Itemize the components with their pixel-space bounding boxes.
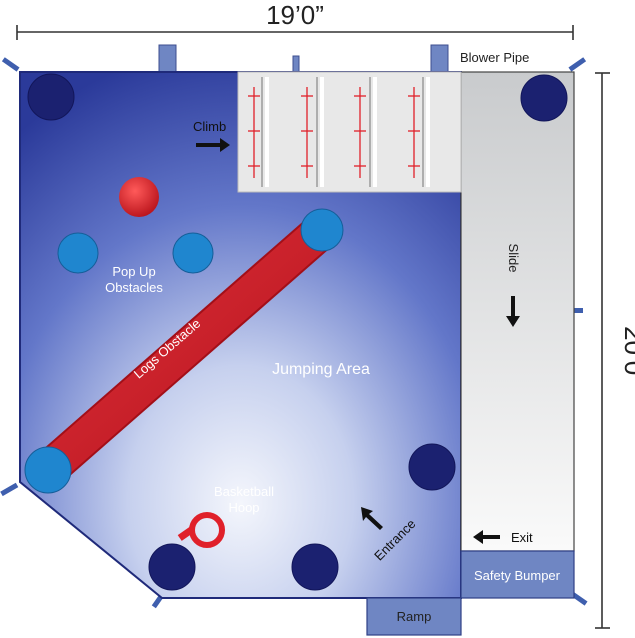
blower-pipe-small [292, 55, 300, 73]
log-end-bottom [24, 446, 72, 494]
log-end-top [300, 208, 344, 252]
jumping-area-label: Jumping Area [272, 361, 370, 378]
height-dimension [595, 72, 610, 629]
corner-pillars [27, 73, 568, 591]
blower-pipe-right [430, 44, 449, 73]
safety-bumper [460, 550, 575, 599]
climb-rungs [248, 77, 430, 187]
slide-area [460, 71, 575, 552]
blower-pipe-label: Blower Pipe [460, 50, 529, 65]
popup-obstacle-left [57, 232, 99, 274]
exit-label: Exit [511, 530, 533, 545]
exit-arrow-icon [473, 530, 500, 544]
climb-wall [237, 71, 462, 193]
slide-arrow-icon [506, 296, 520, 327]
width-dimension [16, 25, 574, 40]
basketball-label-line1: Basketball [214, 484, 274, 499]
height-label: 20’0” [619, 326, 635, 384]
basketball-label-line2: Hoop [228, 500, 259, 515]
slide-label: Slide [506, 244, 521, 273]
width-label: 19’0” [266, 0, 324, 30]
climb-label: Climb [193, 119, 226, 134]
entrance-arrow-icon [361, 507, 383, 530]
climb-arrow-icon [196, 138, 230, 152]
safety-bumper-label: Safety Bumper [474, 568, 561, 583]
popup-label-line2: Obstacles [105, 280, 163, 295]
popup-obstacle-red [119, 177, 159, 217]
ramp [366, 597, 462, 636]
blower-pipe-left [158, 44, 177, 73]
popup-label-line1: Pop Up [112, 264, 155, 279]
popup-obstacle-right [172, 232, 214, 274]
basketball-hoop-icon [177, 512, 225, 548]
logs-obstacle [36, 217, 334, 483]
ramp-label: Ramp [397, 609, 432, 624]
